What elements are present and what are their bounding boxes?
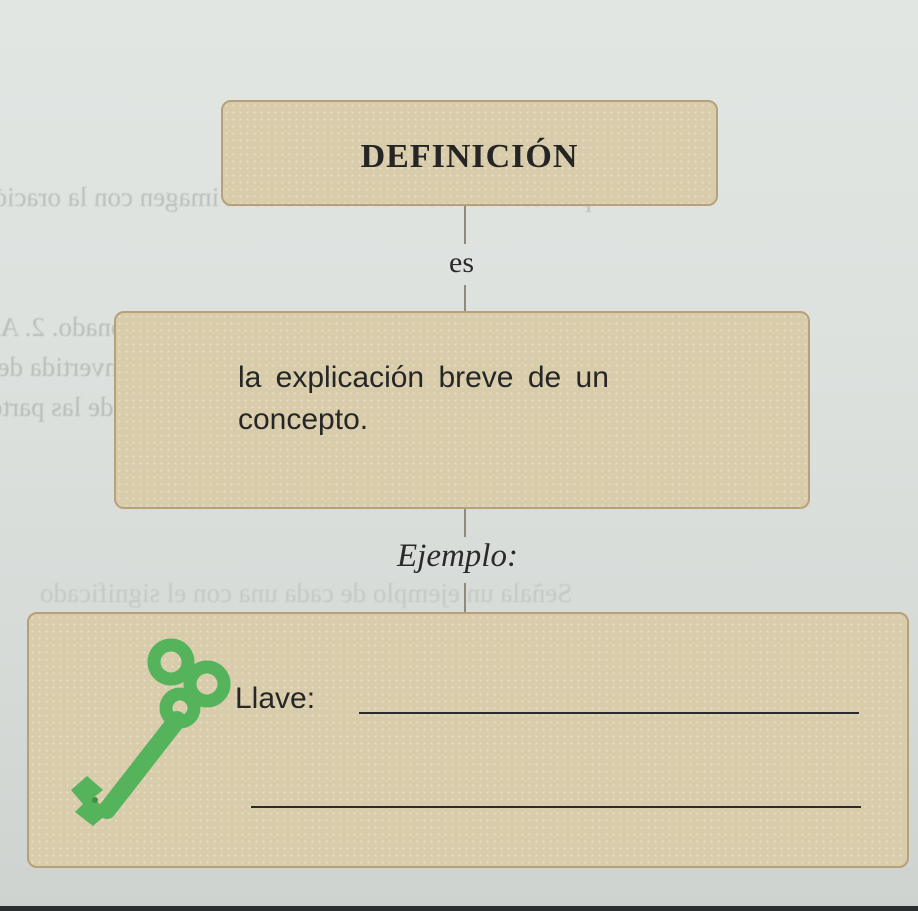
- photo-edge: [0, 906, 918, 911]
- connector-word: es: [449, 246, 474, 279]
- llave-label: Llave:: [235, 682, 316, 715]
- example-label: Ejemplo:: [397, 538, 518, 574]
- definition-title: DEFINICIÓN: [360, 138, 579, 175]
- connector-line: [464, 583, 466, 613]
- connector-line: [464, 206, 466, 244]
- definition-text: la explicación breve de un concepto.: [238, 361, 609, 436]
- answer-line-1[interactable]: [359, 712, 859, 714]
- connector-line: [464, 509, 466, 537]
- answer-line-2[interactable]: [251, 806, 861, 808]
- definition-text-box: la explicación breve de un concepto.: [114, 311, 810, 509]
- connector-line: [464, 285, 466, 311]
- definition-title-box: DEFINICIÓN: [221, 100, 718, 206]
- key-icon: [53, 626, 263, 841]
- example-box: Llave:: [27, 612, 909, 868]
